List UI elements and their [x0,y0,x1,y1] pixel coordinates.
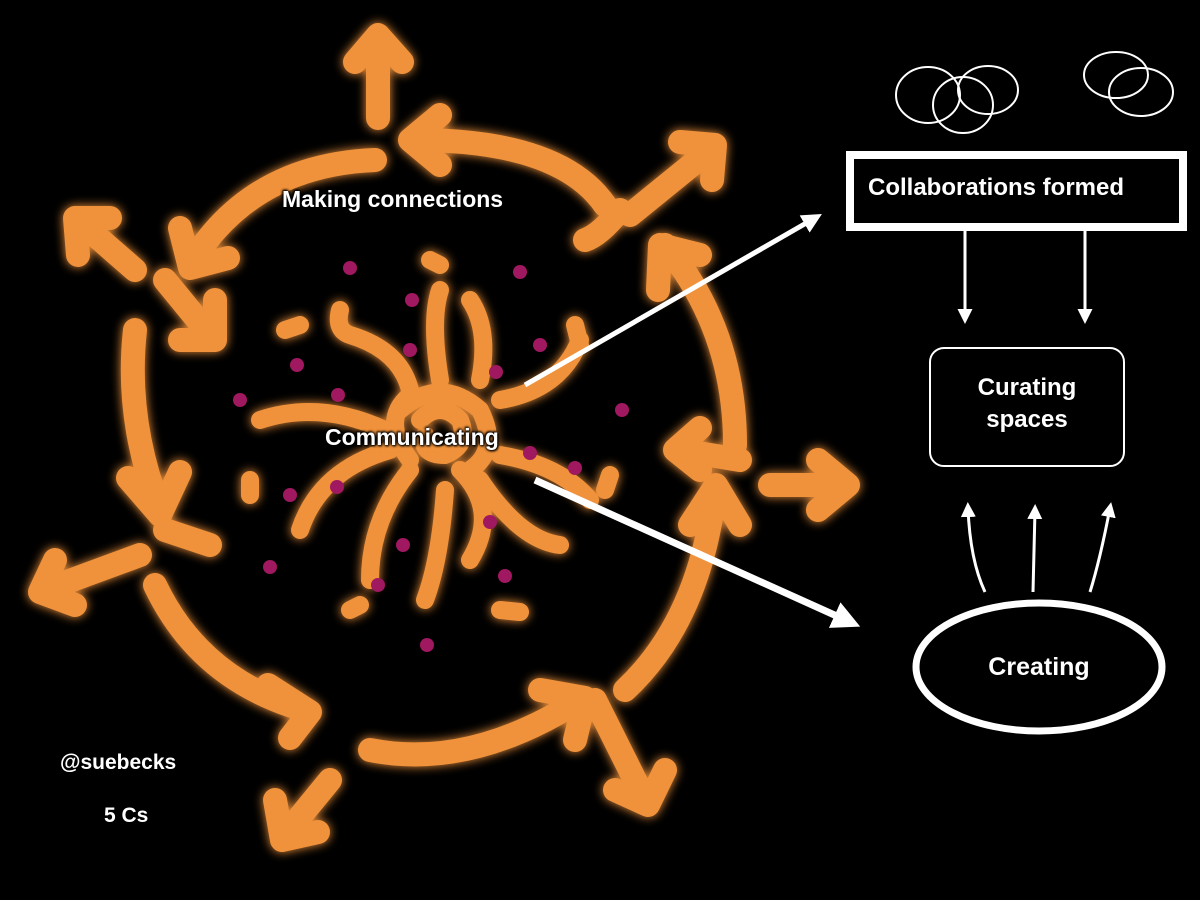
outward-arrow-lower-left [263,768,342,852]
dot [489,365,503,379]
outward-arrow-right [758,448,860,522]
circle-doodle [1108,67,1174,117]
dot [568,461,582,475]
communicating-label: Communicating [325,424,499,450]
outward-arrow-upper-right [618,130,727,227]
inner-arrow-upper-left [153,268,227,352]
dot [331,388,345,402]
arrow-to-collaborations [523,214,822,388]
circle-doodle [895,66,961,124]
ring-arrow-lower-right [613,473,752,702]
dot [330,480,344,494]
making-connections-label: Making connections [282,186,504,212]
dot [283,488,297,502]
right-flow [523,51,1187,735]
ring-arrow-bottom [358,678,597,767]
dot [615,403,629,417]
overlapping-circles-left [895,65,1019,134]
dot [396,538,410,552]
creating-label: Creating [988,653,1090,681]
dot [343,261,357,275]
circle-doodle [932,76,994,134]
collaborations-formed-label: Collaborations formed [868,174,1125,201]
dot [403,343,417,357]
dot [233,393,247,407]
circle-doodle [1083,51,1149,99]
curating-line-1: Curating [977,374,1077,401]
curating-line-2: spaces [986,406,1068,433]
author-handle: @suebecks [60,751,177,774]
dot [263,560,277,574]
ring-arrow-lower-left [143,573,322,750]
dot [290,358,304,372]
inner-arrow-right [663,416,752,482]
ring-arrow-upper-left [168,148,387,280]
center-swirl [241,251,619,621]
diagram-title: 5 Cs [104,804,149,827]
overlapping-circles-right [1083,51,1174,117]
curating-box [929,347,1125,467]
circle-doodle [957,65,1019,115]
dot [405,293,419,307]
arrow-up-left [960,502,987,593]
dot [483,515,497,529]
ring-arrow-right [646,233,747,457]
dot [533,338,547,352]
collaborations-box [846,151,1187,231]
inner-arrow-left [153,518,222,557]
ring-arrow-left [116,318,192,527]
dot [498,569,512,583]
arrow-to-creating [533,476,861,628]
dot [513,265,527,279]
magenta-dots [233,261,629,652]
dot [523,446,537,460]
dot [371,578,385,592]
dot [420,638,434,652]
outward-arrow-bottom [583,688,677,817]
curating-spaces-label: Curating spaces [930,372,1124,436]
orange-drawing [28,23,860,852]
outward-arrow-top [343,23,414,130]
outward-arrow-left [28,543,152,617]
creating-ellipse [912,599,1166,735]
arrow-up-right [1088,502,1116,593]
ring-arrow-upper-right [573,198,632,252]
arrow-up-middle [1027,504,1043,593]
ring-arrow-top [398,103,617,217]
outward-arrow-upper-left [63,206,147,282]
